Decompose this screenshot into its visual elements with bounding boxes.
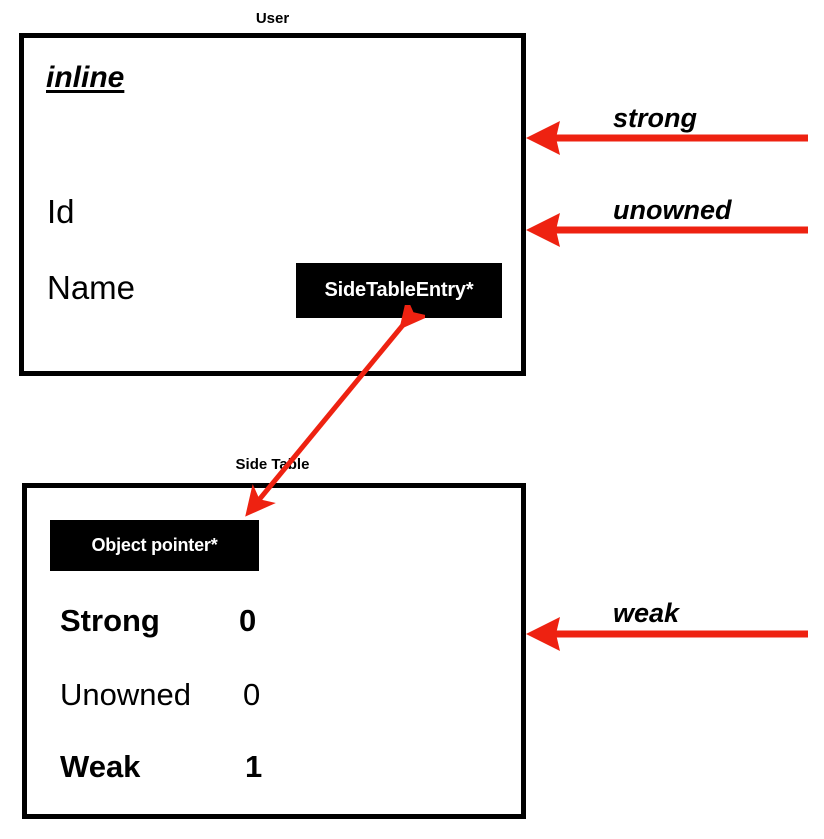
sidetableentry-pointer-chip: SideTableEntry* [296, 263, 502, 318]
user-field-id: Id [47, 193, 75, 230]
annotation-label-weak: weak [613, 598, 680, 628]
row-label-strong: Strong [60, 603, 160, 638]
annotation-label-strong: strong [613, 103, 697, 133]
row-value-unowned: 0 [243, 677, 261, 712]
user-field-name: Name [47, 269, 136, 306]
object-pointer-chip: Object pointer* [50, 520, 259, 571]
user-section-title: User [255, 10, 290, 27]
row-value-strong: 0 [239, 603, 257, 638]
inline-header: inline [46, 61, 125, 94]
side-table-section-title: Side Table [235, 456, 310, 473]
user-box: inline Id Name [19, 33, 526, 376]
side-table-row-strong: Strong 0 [0, 599, 300, 643]
row-value-weak: 1 [245, 749, 263, 784]
row-label-weak: Weak [60, 749, 141, 784]
side-table-row-weak: Weak 1 [0, 745, 300, 789]
side-table-row-unowned: Unowned 0 [0, 673, 300, 717]
annotation-label-unowned: unowned [613, 195, 732, 225]
row-label-unowned: Unowned [60, 677, 191, 712]
